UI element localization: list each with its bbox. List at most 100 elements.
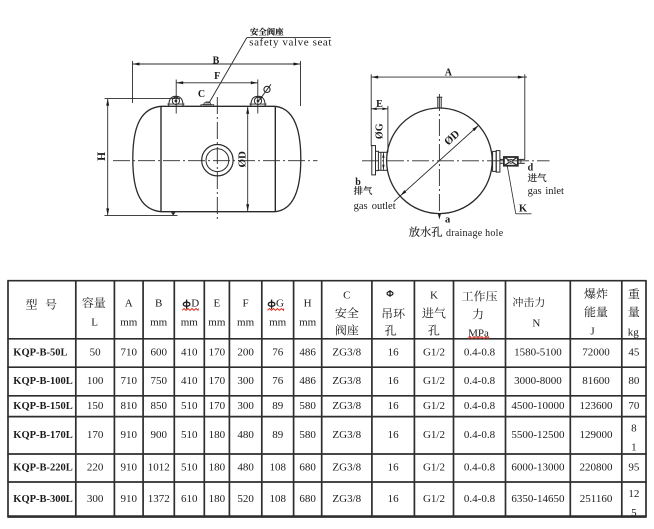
svg-text:4500-10000: 4500-10000 bbox=[511, 400, 565, 412]
svg-text:ØD: ØD bbox=[442, 128, 462, 148]
svg-text:50: 50 bbox=[90, 347, 102, 359]
svg-text:A: A bbox=[445, 68, 453, 79]
svg-text:410: 410 bbox=[181, 347, 198, 359]
svg-text:G1/2: G1/2 bbox=[423, 375, 445, 387]
svg-text:80: 80 bbox=[628, 375, 640, 387]
svg-text:200: 200 bbox=[237, 347, 254, 359]
svg-text:G1/2: G1/2 bbox=[423, 429, 445, 441]
svg-text:520: 520 bbox=[237, 493, 254, 505]
svg-text:ZG3/8: ZG3/8 bbox=[332, 429, 361, 441]
svg-text:89: 89 bbox=[272, 400, 284, 412]
svg-text:H: H bbox=[304, 298, 312, 310]
svg-text:170: 170 bbox=[209, 400, 226, 412]
svg-text:72000: 72000 bbox=[582, 347, 610, 359]
svg-text:300: 300 bbox=[237, 375, 254, 387]
svg-text:16: 16 bbox=[388, 429, 400, 441]
svg-text:81600: 81600 bbox=[582, 375, 610, 387]
svg-text:580: 580 bbox=[299, 429, 316, 441]
svg-text:0.4-0.8: 0.4-0.8 bbox=[464, 462, 496, 474]
svg-text:251160: 251160 bbox=[580, 493, 613, 505]
svg-text:76: 76 bbox=[272, 347, 284, 359]
svg-text:1372: 1372 bbox=[148, 493, 170, 505]
svg-text:mm: mm bbox=[150, 317, 168, 329]
svg-text:ØG: ØG bbox=[374, 123, 385, 139]
svg-text:180: 180 bbox=[209, 429, 226, 441]
svg-text:J: J bbox=[590, 325, 595, 337]
svg-text:E: E bbox=[213, 298, 220, 310]
svg-text:A: A bbox=[125, 298, 133, 310]
svg-text:H: H bbox=[96, 152, 108, 161]
svg-text:680: 680 bbox=[299, 493, 316, 505]
svg-text:170: 170 bbox=[87, 429, 104, 441]
svg-text:600: 600 bbox=[150, 347, 167, 359]
svg-text:16: 16 bbox=[388, 493, 400, 505]
svg-text:0.4-0.8: 0.4-0.8 bbox=[464, 493, 496, 505]
svg-text:410: 410 bbox=[181, 375, 198, 387]
svg-text:129000: 129000 bbox=[580, 429, 614, 441]
svg-text:486: 486 bbox=[299, 375, 316, 387]
svg-text:750: 750 bbox=[150, 375, 167, 387]
svg-text:G: G bbox=[276, 298, 284, 310]
svg-text:kg: kg bbox=[628, 326, 640, 338]
svg-text:580: 580 bbox=[299, 400, 316, 412]
svg-text:910: 910 bbox=[121, 493, 138, 505]
svg-text:L: L bbox=[91, 317, 98, 329]
svg-text:16: 16 bbox=[388, 462, 400, 474]
svg-text:5: 5 bbox=[631, 507, 637, 519]
svg-text:300: 300 bbox=[87, 493, 104, 505]
svg-text:300: 300 bbox=[237, 400, 254, 412]
svg-text:100: 100 bbox=[87, 375, 104, 387]
svg-text:ZG3/8: ZG3/8 bbox=[332, 400, 361, 412]
svg-text:123600: 123600 bbox=[580, 400, 614, 412]
svg-text:12: 12 bbox=[628, 488, 639, 500]
svg-text:KQP-B-150L: KQP-B-150L bbox=[13, 401, 73, 412]
svg-text:900: 900 bbox=[150, 429, 167, 441]
svg-text:1: 1 bbox=[631, 442, 637, 454]
svg-text:6000-13000: 6000-13000 bbox=[511, 462, 565, 474]
svg-text:1580-5100: 1580-5100 bbox=[514, 347, 562, 359]
svg-text:220800: 220800 bbox=[580, 462, 614, 474]
svg-text:710: 710 bbox=[121, 347, 138, 359]
svg-text:ZG3/8: ZG3/8 bbox=[332, 375, 361, 387]
svg-text:95: 95 bbox=[628, 462, 640, 474]
svg-text:0.4-0.8: 0.4-0.8 bbox=[464, 429, 496, 441]
svg-text:108: 108 bbox=[269, 462, 286, 474]
svg-text:ØD: ØD bbox=[236, 151, 248, 168]
svg-text:gas inlet: gas inlet bbox=[528, 186, 564, 197]
svg-text:mm: mm bbox=[237, 317, 255, 329]
svg-text:16: 16 bbox=[388, 375, 400, 387]
svg-text:480: 480 bbox=[237, 429, 254, 441]
svg-text:16: 16 bbox=[388, 347, 400, 359]
svg-text:E: E bbox=[376, 99, 383, 110]
svg-text:ZG3/8: ZG3/8 bbox=[332, 462, 361, 474]
svg-text:a: a bbox=[445, 214, 451, 225]
svg-text:KQP-B-170L: KQP-B-170L bbox=[13, 430, 73, 441]
svg-text:910: 910 bbox=[121, 429, 138, 441]
svg-text:8: 8 bbox=[631, 423, 637, 435]
svg-text:mm: mm bbox=[208, 317, 226, 329]
svg-text:480: 480 bbox=[237, 462, 254, 474]
svg-text:0.4-0.8: 0.4-0.8 bbox=[464, 375, 496, 387]
svg-text:1012: 1012 bbox=[148, 462, 170, 474]
svg-text:70: 70 bbox=[628, 400, 640, 412]
svg-text:C: C bbox=[198, 89, 205, 100]
svg-text:510: 510 bbox=[181, 462, 198, 474]
svg-text:45: 45 bbox=[628, 347, 640, 359]
svg-text:G1/2: G1/2 bbox=[423, 400, 445, 412]
svg-text:C: C bbox=[343, 290, 350, 302]
svg-text:220: 220 bbox=[87, 462, 104, 474]
svg-text:mm: mm bbox=[299, 317, 317, 329]
svg-text:KQP-B-220L: KQP-B-220L bbox=[13, 463, 73, 474]
svg-text:5500-12500: 5500-12500 bbox=[511, 429, 565, 441]
svg-text:16: 16 bbox=[388, 400, 400, 412]
svg-text:3000-8000: 3000-8000 bbox=[514, 375, 562, 387]
svg-text:810: 810 bbox=[121, 400, 138, 412]
svg-text:d: d bbox=[528, 163, 534, 174]
svg-text:KQP-B-300L: KQP-B-300L bbox=[13, 494, 73, 505]
svg-text:170: 170 bbox=[209, 375, 226, 387]
svg-text:mm: mm bbox=[269, 317, 287, 329]
svg-text:680: 680 bbox=[299, 462, 316, 474]
svg-text:170: 170 bbox=[209, 347, 226, 359]
svg-text:mm: mm bbox=[120, 317, 138, 329]
svg-text:drainage hole: drainage hole bbox=[446, 228, 504, 239]
